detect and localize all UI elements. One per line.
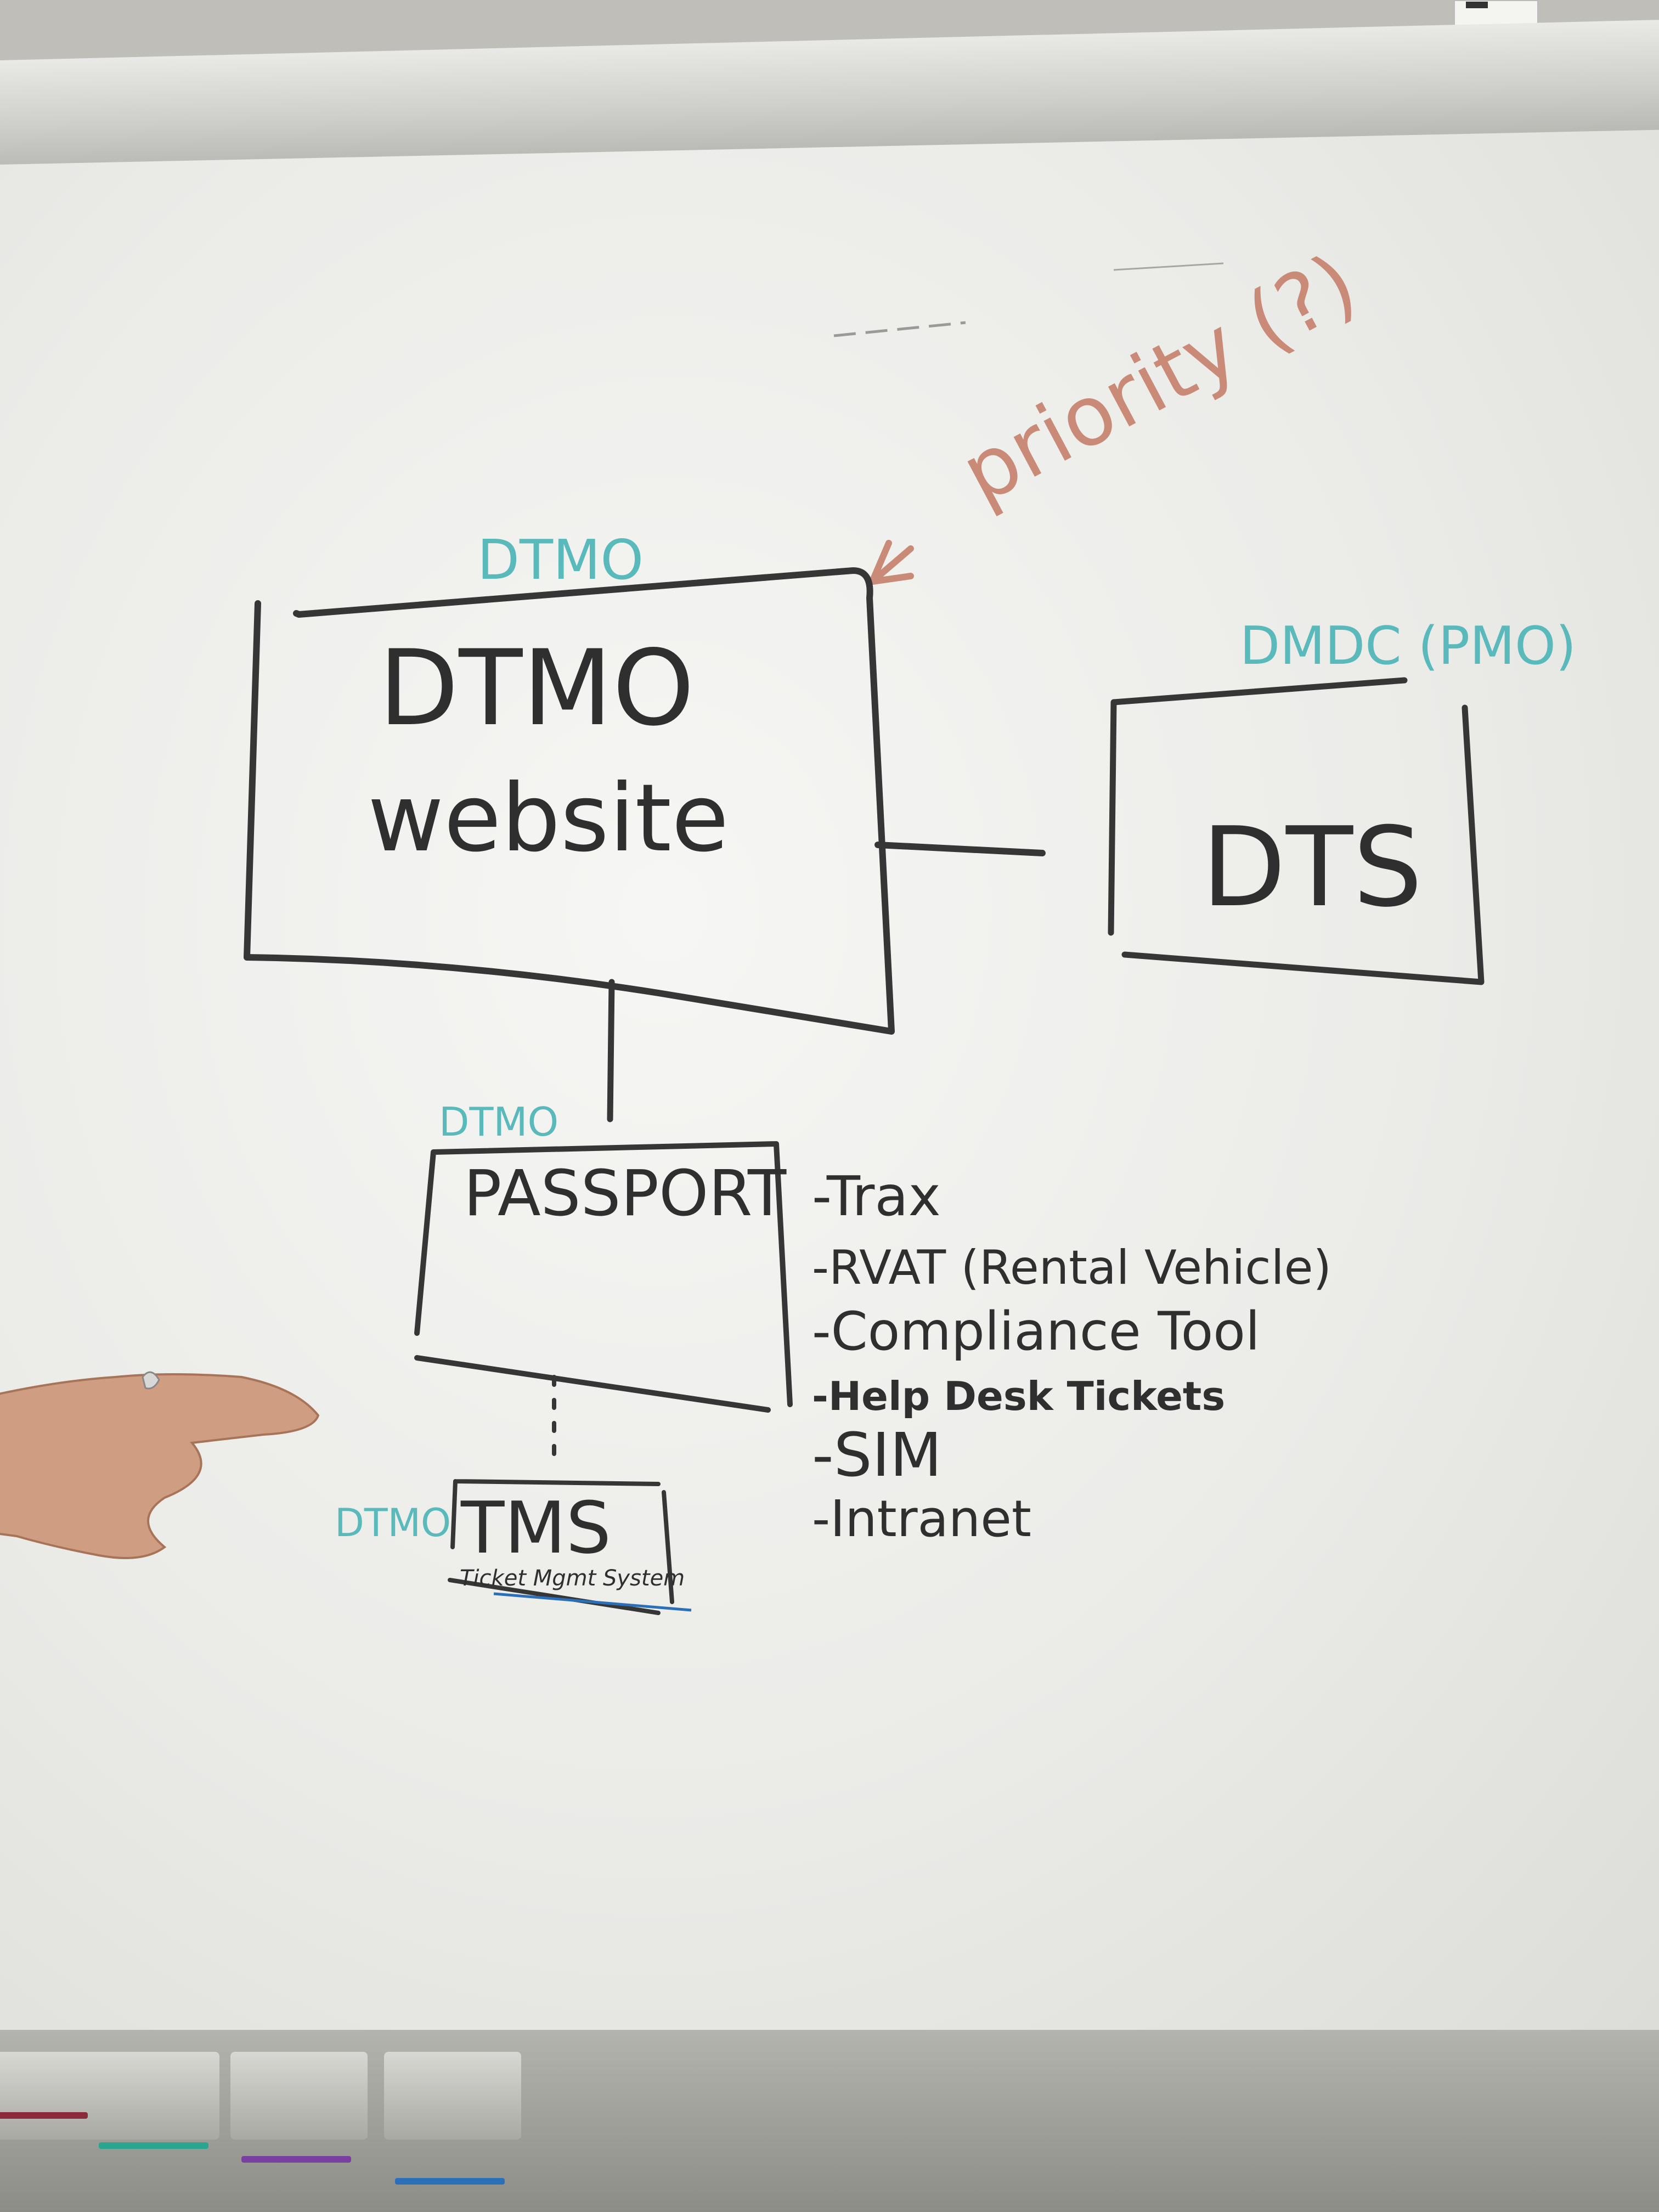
marker-slot [384,2052,521,2140]
marker-slot [230,2052,368,2140]
blue-marker[interactable] [395,2178,505,2185]
dts-box [1108,677,1485,985]
passport-box [414,1141,793,1413]
pointing-hand [0,1371,320,1559]
dtmo-website-title: DTMO [379,628,695,749]
passport-title: PASSPORT [464,1157,787,1231]
list-item: -Intranet [812,1489,1031,1548]
dts-title: DTS [1201,804,1423,932]
dtmo-website-subtitle: website [368,764,729,873]
tms-box [448,1479,674,1615]
list-item: -RVAT (Rental Vehicle) [812,1240,1331,1295]
passport-owner-label: DTMO [439,1099,558,1145]
teal-marker[interactable] [99,2142,208,2149]
list-item: -Compliance Tool [812,1301,1260,1362]
passport-subsystem-list: -Trax -RVAT (Rental Vehicle) -Compliance… [812,1164,1331,1548]
dtmo-website-owner-label: DTMO [477,528,644,592]
tms-underline [493,1592,692,1612]
list-item: -Trax [812,1164,941,1228]
purple-marker[interactable] [241,2156,351,2163]
dtmo-website-box [244,567,895,1035]
priority-arrow [869,540,914,585]
marker-slot [82,2052,219,2140]
list-item: -SIM [812,1420,942,1490]
ghost-mark [833,321,966,337]
red-marker[interactable] [0,2112,88,2119]
website-dts-connector [874,842,1046,856]
ghost-mark [1113,262,1224,271]
tms-title: TMS [460,1486,611,1570]
priority-annotation: priority (?) [946,235,1372,522]
dts-owner-label: DMDC (PMO) [1240,616,1576,676]
website-passport-connector [607,979,615,1122]
tms-subtitle: Ticket Mgmt System [460,1566,685,1591]
tms-owner-label: DTMO [335,1500,451,1545]
list-item: -Help Desk Tickets [812,1373,1225,1419]
